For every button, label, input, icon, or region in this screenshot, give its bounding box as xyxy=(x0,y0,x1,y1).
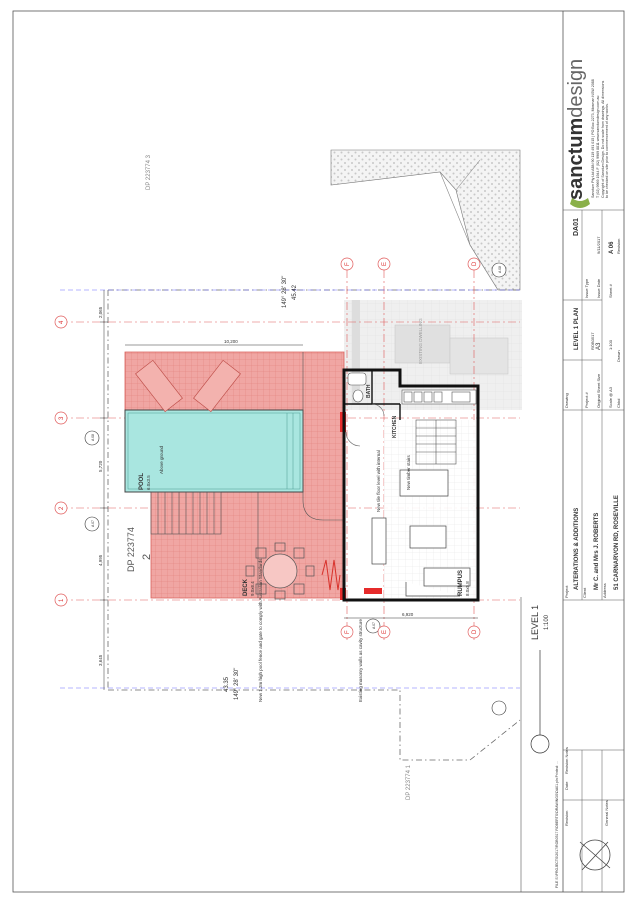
svg-text:New 1.2m high pool fence and g: New 1.2m high pool fence and gate to com… xyxy=(258,558,263,702)
grid-bubbles xyxy=(54,257,481,639)
svg-text:Revision: Revision xyxy=(564,811,569,826)
svg-text:4,995: 4,995 xyxy=(98,554,103,566)
svg-text:A 07: A 07 xyxy=(91,520,95,527)
logo-mark xyxy=(570,198,590,208)
bath-label: BATH xyxy=(366,384,372,398)
svg-text:D: D xyxy=(472,629,478,634)
pool-label: POOL xyxy=(139,473,145,490)
svg-text:E: E xyxy=(382,262,388,266)
svg-text:New timber stairs: New timber stairs xyxy=(406,454,411,490)
svg-text:9.0x6.4: 9.0x6.4 xyxy=(250,581,255,596)
svg-text:Project #: Project # xyxy=(584,391,589,408)
svg-text:F: F xyxy=(345,630,351,634)
logo-wordmark: sanctumdesign xyxy=(565,59,587,200)
kitchen-joinery xyxy=(401,389,477,405)
svg-text:3: 3 xyxy=(59,416,65,420)
drawing-number: DA01 xyxy=(573,218,580,236)
svg-text:ROB0517: ROB0517 xyxy=(590,332,595,350)
svg-text:9/11/2017: 9/11/2017 xyxy=(596,236,601,254)
svg-text:F: F xyxy=(345,262,351,266)
existing-dwelling-label: EXISTING DWELLING xyxy=(418,318,423,364)
lot-dp: DP 223774 xyxy=(126,527,136,572)
svg-text:Project: Project xyxy=(564,585,569,598)
svg-text:43.35: 43.35 xyxy=(224,676,230,692)
svg-text:2: 2 xyxy=(59,506,65,510)
svg-text:10,200: 10,200 xyxy=(224,339,238,344)
svg-text:45.42: 45.42 xyxy=(292,284,298,300)
svg-text:Drawing: Drawing xyxy=(564,393,569,408)
lot-number: 2 xyxy=(141,554,153,560)
svg-text:Issue Date: Issue Date xyxy=(596,278,601,298)
pool-stairs xyxy=(150,491,222,535)
svg-text:Chkd: Chkd xyxy=(616,399,621,408)
sheet-number: A 06 xyxy=(609,241,615,254)
svg-text:A 07: A 07 xyxy=(372,622,376,629)
svg-text:General Notes: General Notes xyxy=(604,800,609,826)
site-address: 51 CARNARVON RD, ROSEVILLE xyxy=(614,495,620,590)
section-markers xyxy=(84,262,507,716)
svg-text:Date: Date xyxy=(564,781,569,790)
pool xyxy=(124,409,304,493)
svg-text:Scale @ A3: Scale @ A3 xyxy=(608,386,613,408)
svg-text:A3: A3 xyxy=(596,342,602,350)
kitchen-label: KITCHEN xyxy=(392,415,398,438)
neighbour-roof xyxy=(330,149,521,291)
level-scale: 1:100 xyxy=(544,614,550,630)
dimension-lines xyxy=(100,290,478,690)
svg-text:1: 1 xyxy=(59,598,65,602)
sheet-border xyxy=(12,10,625,893)
svg-text:Sheet #: Sheet # xyxy=(608,283,613,298)
svg-text:Address: Address xyxy=(602,583,607,598)
plan-labels: POOL 6.0x3.5 Above ground DECK 9.0x6.4 B… xyxy=(59,154,550,800)
drawing-title: LEVEL 1 PLAN xyxy=(574,308,580,350)
deck-label: DECK xyxy=(243,578,249,596)
north-arrow xyxy=(579,839,611,871)
svg-text:Client: Client xyxy=(582,587,587,598)
svg-text:8.0x5.8: 8.0x5.8 xyxy=(465,581,470,596)
firm-line-4: to be checked on site prior to commencem… xyxy=(605,103,609,198)
svg-text:A 08: A 08 xyxy=(498,266,502,273)
svg-text:Issue Type: Issue Type xyxy=(584,278,589,298)
rumpus-furniture xyxy=(371,469,471,597)
svg-text:Original Sheet Size: Original Sheet Size xyxy=(596,373,601,408)
svg-text:4: 4 xyxy=(59,320,65,324)
svg-text:New tile floor level with inte: New tile floor level with internal xyxy=(376,450,381,512)
svg-text:5,720: 5,720 xyxy=(98,460,103,472)
svg-text:1:100: 1:100 xyxy=(608,339,613,350)
svg-text:Revision: Revision xyxy=(616,239,621,254)
file-path: FILE S:\PROJECTS\2017\ROB0517 ROBERTS\DR… xyxy=(555,761,559,888)
rumpus-label: RUMPUS xyxy=(458,570,464,596)
outdoor-dining-setting xyxy=(245,542,315,600)
svg-text:A 08: A 08 xyxy=(91,434,95,441)
firm-line-3: Copyright of Sanctum Design. Do not scal… xyxy=(601,81,605,198)
bathroom-fixtures xyxy=(347,372,367,403)
title-block: sanctumdesign Sanctum Pty Ltd ABN 90 119… xyxy=(555,59,624,888)
svg-text:3,645: 3,645 xyxy=(98,654,103,666)
svg-text:6.0x3.5: 6.0x3.5 xyxy=(146,475,151,490)
svg-text:2,065: 2,065 xyxy=(98,306,103,318)
svg-text:149° 28' 30": 149° 28' 30" xyxy=(282,276,288,308)
svg-text:D: D xyxy=(472,261,478,266)
svg-text:Revision Notes: Revision Notes xyxy=(564,747,569,774)
firm-line-2: T (02) 9969 1944 F (02) 9969 8811 www.sa… xyxy=(596,96,600,198)
sun-loungers xyxy=(135,359,241,413)
neighbour-top: DP 223774 3 xyxy=(146,154,152,190)
svg-text:149° 28' 30": 149° 28' 30" xyxy=(234,668,240,700)
level-label: LEVEL 1 xyxy=(530,605,540,640)
svg-text:Drawn: Drawn xyxy=(616,350,621,362)
client-name: Mr C. and Mrs J. ROBERTS xyxy=(594,513,600,590)
site-plan: POOL 6.0x3.5 Above ground DECK 9.0x6.4 B… xyxy=(54,149,624,892)
neighbour-bottom: DP 223774 1 xyxy=(406,764,412,800)
svg-text:Above ground: Above ground xyxy=(159,445,164,474)
svg-text:E: E xyxy=(382,630,388,634)
building-walls xyxy=(342,368,480,602)
firm-line-1: Sanctum Pty Ltd ABN 90 119 491 015 | PO … xyxy=(591,79,595,198)
svg-text:6,920: 6,920 xyxy=(402,612,414,617)
level-marker xyxy=(530,650,550,754)
project-name: ALTERATIONS & ADDITIONS xyxy=(574,508,580,590)
svg-text:Existing masonry walls as cavi: Existing masonry walls as cavity structu… xyxy=(358,618,363,702)
